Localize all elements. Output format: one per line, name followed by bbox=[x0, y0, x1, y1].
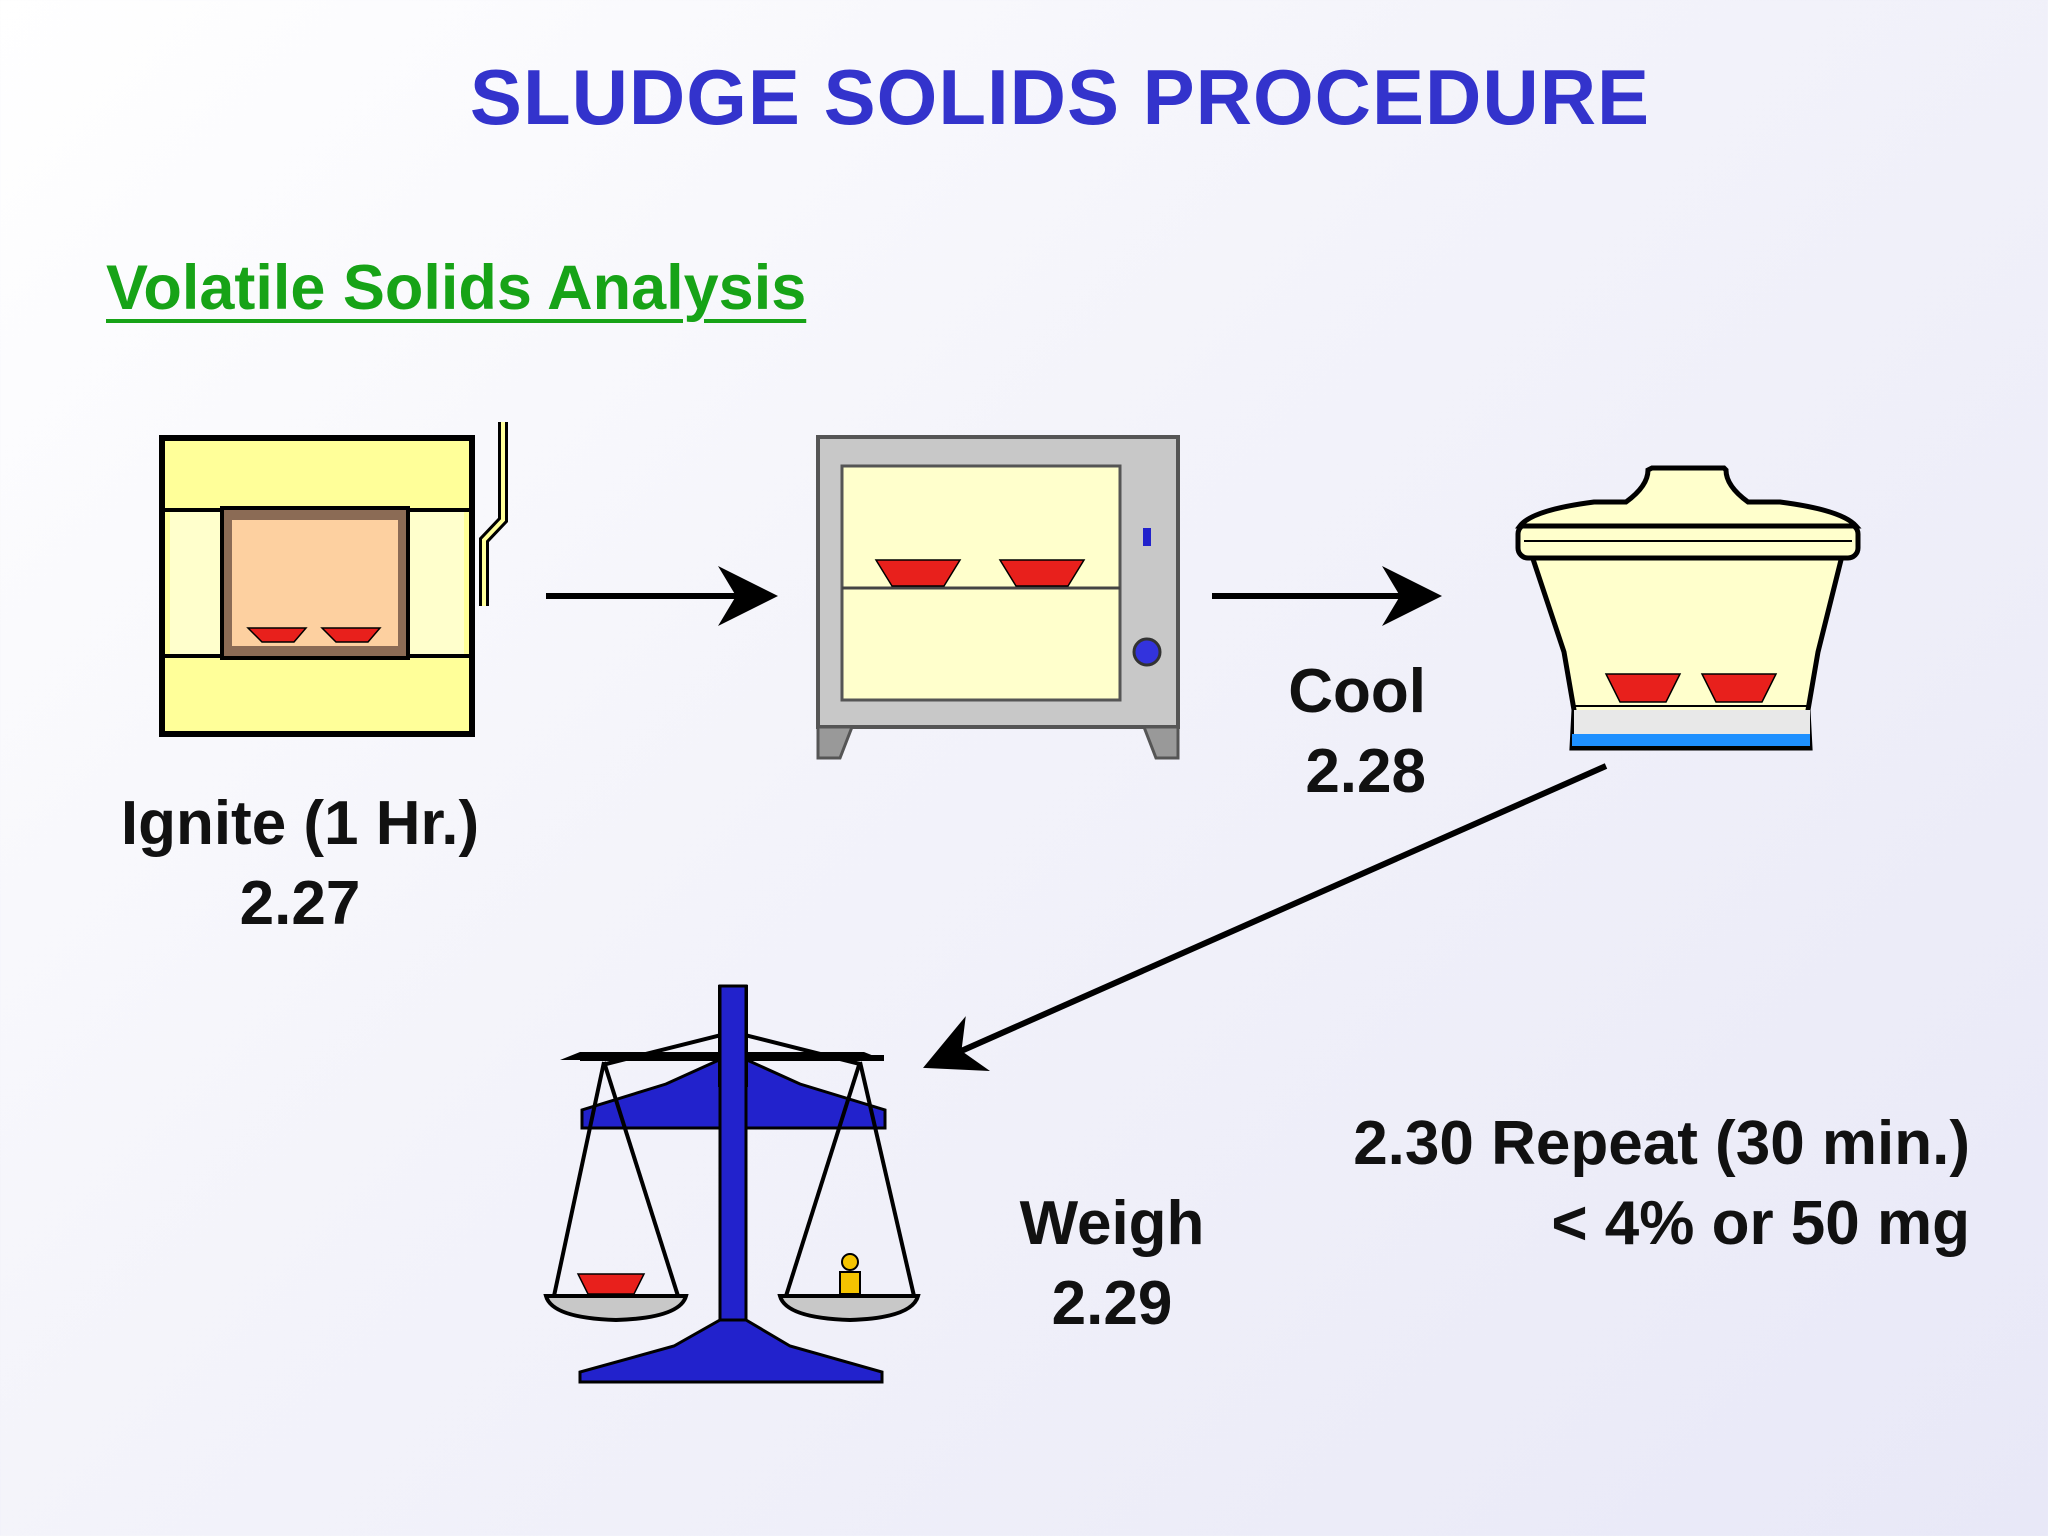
cool-label: Cool bbox=[1288, 657, 1426, 726]
cool-label-block: Cool 2.28 bbox=[1180, 652, 1426, 812]
oven-icon bbox=[816, 435, 1180, 760]
weigh-ref: 2.29 bbox=[1051, 1269, 1173, 1338]
cool-ref: 2.28 bbox=[1305, 737, 1426, 806]
desiccator-icon bbox=[1514, 465, 1862, 751]
ignite-ref: 2.27 bbox=[239, 869, 361, 938]
balance-scale-icon bbox=[543, 984, 921, 1384]
ignite-label-block: Ignite (1 Hr.) 2.27 bbox=[90, 784, 510, 944]
arrow-3 bbox=[923, 763, 1608, 1072]
section-subtitle: Volatile Solids Analysis bbox=[106, 253, 807, 323]
repeat-line-2: < 4% or 50 mg bbox=[1551, 1189, 1970, 1258]
repeat-line-1: 2.30 Repeat (30 min.) bbox=[1353, 1109, 1970, 1178]
page-title: SLUDGE SOLIDS PROCEDURE bbox=[469, 53, 1651, 141]
weigh-label: Weigh bbox=[1019, 1189, 1205, 1258]
muffle-furnace-icon bbox=[159, 422, 508, 737]
repeat-note: 2.30 Repeat (30 min.) < 4% or 50 mg bbox=[1260, 1104, 1970, 1264]
weigh-label-block: Weigh 2.29 bbox=[960, 1184, 1264, 1344]
ignite-label: Ignite (1 Hr.) bbox=[120, 789, 480, 858]
